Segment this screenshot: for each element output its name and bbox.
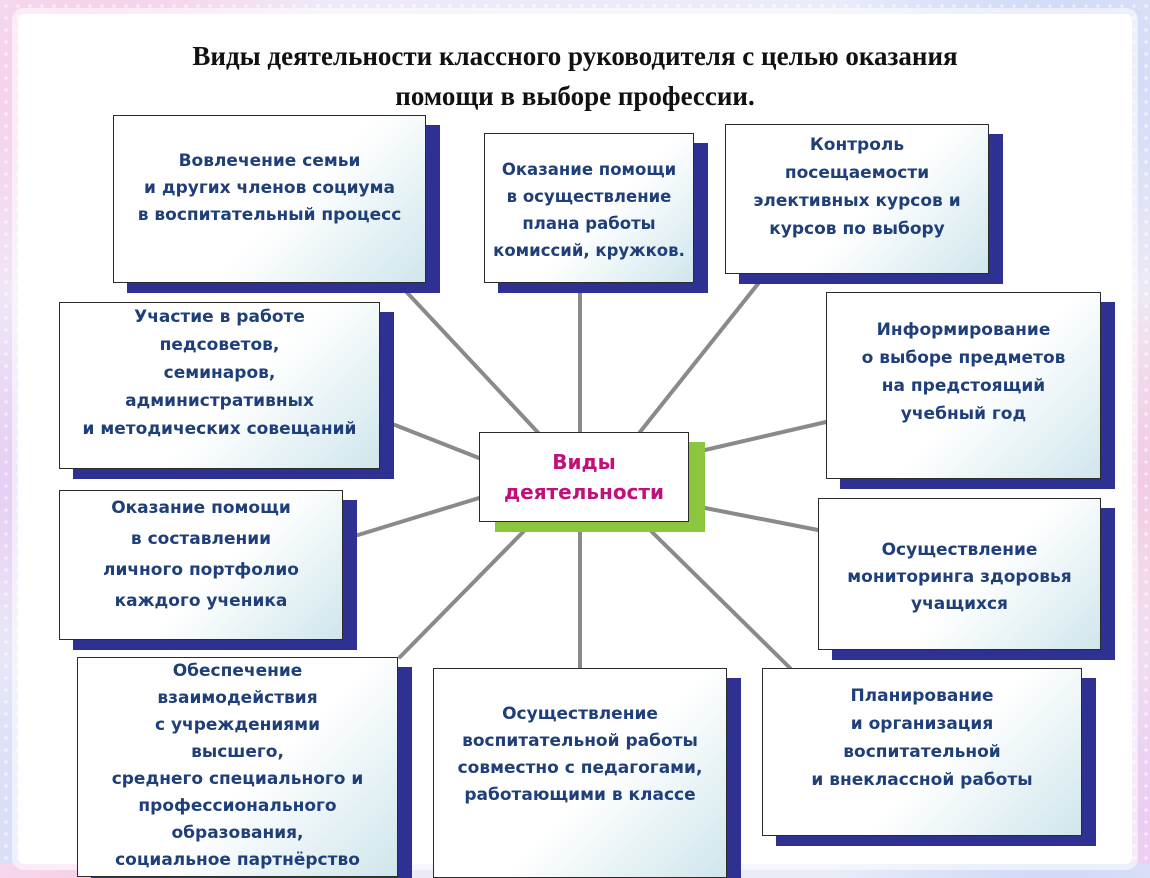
box-text: высшего, — [191, 742, 284, 762]
box-text: воспитательной — [843, 742, 1001, 762]
box-text: воспитательной работы — [462, 731, 698, 751]
box-text: педсоветов, — [159, 335, 280, 355]
center-line-2: деятельности — [503, 480, 665, 504]
box-text: посещаемости — [784, 163, 930, 183]
box-text: мониторинга здоровья — [847, 567, 1072, 587]
box-text: совместно с педагогами, — [457, 758, 703, 778]
box-text: Осуществление — [881, 540, 1038, 560]
activity-box-health: Осуществление мониторинга здоровья учащи… — [818, 498, 1101, 650]
title-line-1: Виды деятельности классного руководителя… — [192, 41, 958, 71]
activity-box-councils: Участие в работе педсоветов, семинаров, … — [59, 302, 380, 469]
box-text: курсов по выбору — [769, 219, 945, 239]
box-text: Контроль — [809, 135, 905, 155]
activity-box-planning: Планирование и организация воспитательно… — [762, 668, 1082, 836]
box-text: на предстоящий — [881, 376, 1046, 396]
box-text: элективных курсов и — [753, 191, 961, 211]
box-text: комиссий, кружков. — [493, 241, 685, 260]
box-text: плана работы — [522, 214, 656, 233]
box-text: и внеклассной работы — [811, 770, 1033, 790]
box-text: каждого ученика — [114, 591, 288, 611]
connector-cooperation — [398, 528, 527, 659]
box-text: взаимодействия — [157, 688, 318, 708]
box-text: социальное партнёрство — [115, 850, 360, 870]
activity-box-plan: Оказание помощи в осуществление плана ра… — [484, 133, 694, 283]
connector-portfolio — [356, 496, 481, 537]
activity-box-inform: Информирование о выборе предметов на пре… — [826, 292, 1101, 479]
box-text: административных — [125, 391, 314, 411]
connector-councils — [393, 423, 481, 460]
connector-control — [638, 273, 767, 434]
activity-box-family: Вовлечение семьи и других членов социума… — [113, 115, 426, 283]
box-text: о выборе предметов — [861, 348, 1066, 368]
box-text: в осуществление — [506, 187, 672, 206]
box-text: семинаров, — [163, 363, 276, 383]
connector-inform — [703, 420, 828, 452]
box-text: среднего специального и — [111, 769, 364, 789]
box-text: Обеспечение — [172, 661, 303, 681]
title-line-2: помощи в выборе профессии. — [395, 81, 755, 111]
box-text: Планирование — [850, 686, 994, 706]
box-text: личного портфолио — [103, 560, 299, 580]
connector-family — [398, 283, 547, 442]
box-text: профессионального — [138, 796, 337, 816]
center-line-1: Виды — [552, 450, 616, 474]
box-text: в воспитательный процесс — [137, 205, 402, 225]
connector-health — [703, 506, 820, 532]
box-text: и методических совещаний — [82, 419, 357, 439]
activity-box-portfolio: Оказание помощи в составлении личного по… — [59, 490, 343, 640]
activity-box-teachers: Осуществление воспитательной работы совм… — [433, 668, 727, 878]
box-text: с учреждениями — [154, 715, 320, 735]
box-text: Вовлечение семьи — [178, 151, 361, 171]
box-text: и организация — [850, 714, 994, 734]
box-text: Осуществление — [502, 704, 658, 724]
central-node: Виды деятельности — [479, 432, 689, 522]
box-text: в составлении — [130, 529, 272, 549]
box-text: Информирование — [876, 320, 1051, 340]
box-text: и других членов социума — [144, 178, 395, 198]
box-text: учащихся — [911, 594, 1008, 614]
activity-box-control: Контроль посещаемости элективных курсов … — [725, 124, 989, 274]
box-text: учебный год — [900, 404, 1027, 424]
connector-planning — [648, 528, 792, 670]
box-text: Участие в работе — [134, 307, 305, 327]
box-text: образования, — [171, 823, 304, 843]
page-title: Виды деятельности классного руководителя… — [60, 36, 1090, 116]
box-text: Оказание помощи — [111, 498, 291, 518]
box-text: Оказание помощи — [501, 160, 677, 179]
box-text: работающими в классе — [464, 785, 696, 805]
activity-box-cooperation: Обеспечение взаимодействия с учреждениям… — [77, 657, 398, 877]
